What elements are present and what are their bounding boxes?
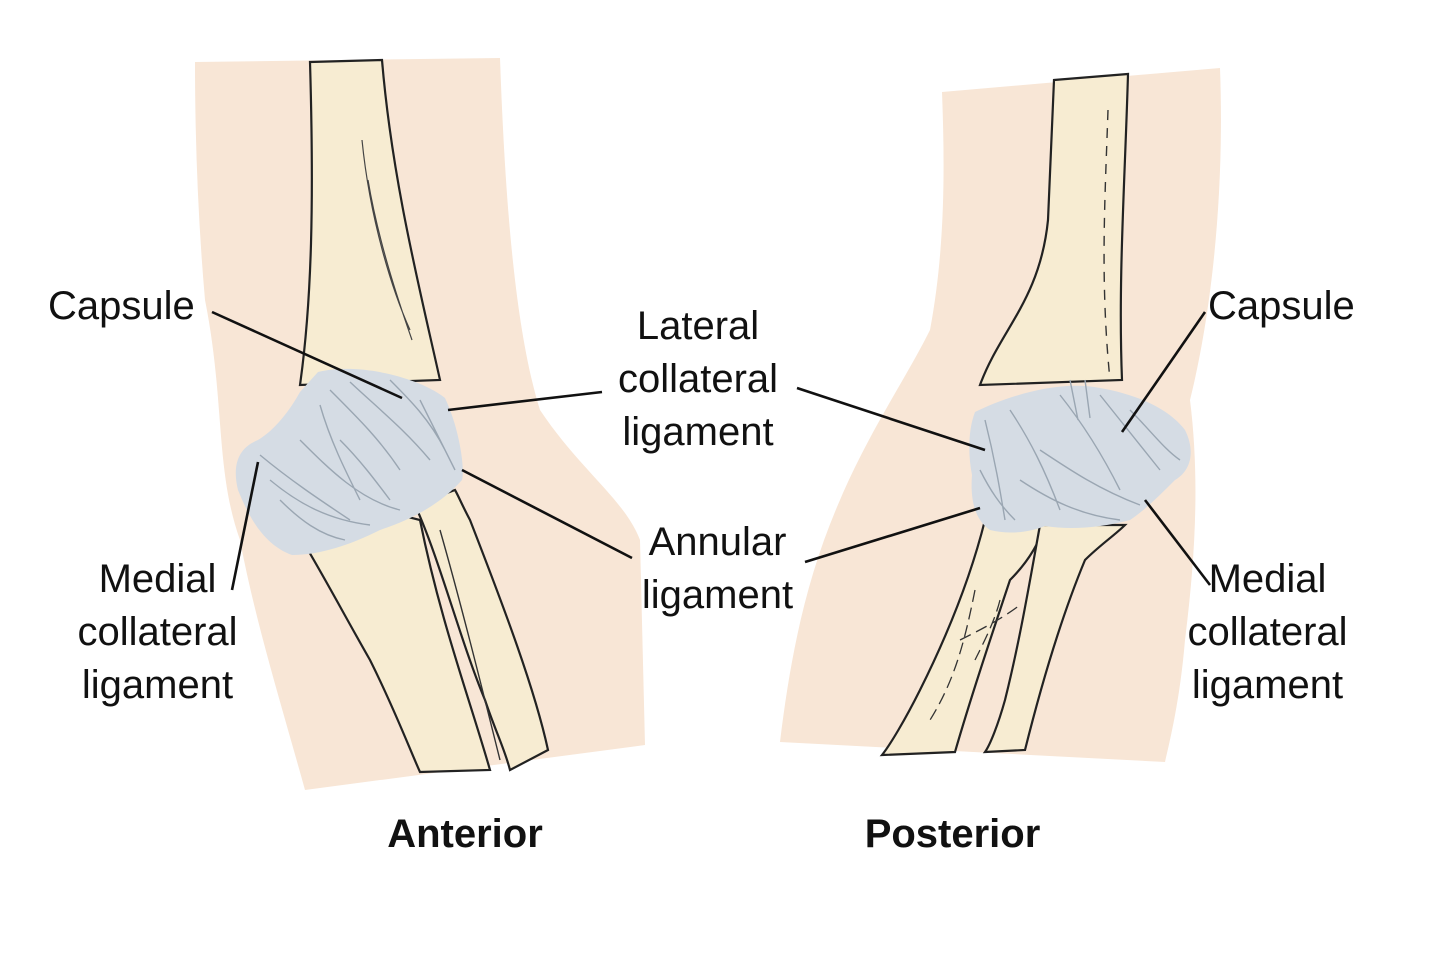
posterior-view: [780, 68, 1221, 762]
label-anterior-capsule: Capsule: [48, 284, 195, 328]
anterior-view: [195, 58, 645, 790]
posterior-ulna: [879, 518, 1047, 757]
posterior-radius: [982, 523, 1128, 754]
caption-anterior: Anterior: [387, 812, 543, 856]
posterior-medial-collateral-leader: [1143, 499, 1212, 586]
posterior-humerus: [978, 72, 1130, 387]
posterior-lateral-collateral-leader: [796, 386, 986, 452]
posterior-ligament-fibers: [979, 379, 1181, 521]
caption-posterior: Posterior: [864, 812, 1041, 856]
anterior-humerus: [298, 58, 442, 387]
posterior-capsule-shape: [969, 385, 1191, 533]
anterior-capsule-shape: [235, 368, 463, 555]
posterior-humerus-dashed: [1103, 109, 1111, 381]
anterior-capsule-leader: [211, 310, 403, 400]
anterior-humerus-ridge: [361, 139, 413, 341]
anterior-ulna: [259, 478, 492, 774]
label-annular-ligament: Annular ligament: [641, 520, 794, 617]
anterior-radius-line: [439, 529, 501, 761]
posterior-capsule-leader: [1120, 311, 1207, 433]
anterior-medial-collateral-leader: [230, 461, 260, 591]
label-lateral-collateral-ligament: Lateral collateral ligament: [617, 304, 779, 454]
anterior-annular-leader: [461, 468, 633, 560]
label-posterior-medial-collateral-ligament: Medial collateral ligament: [1187, 557, 1348, 707]
posterior-annular-leader: [804, 506, 981, 564]
anterior-lateral-collateral-leader: [447, 390, 603, 412]
anterior-ligament-fibers: [259, 379, 456, 541]
label-anterior-medial-collateral-ligament: Medial collateral ligament: [77, 557, 238, 707]
label-posterior-capsule: Capsule: [1208, 284, 1355, 328]
posterior-bone-detail: [929, 589, 1021, 721]
